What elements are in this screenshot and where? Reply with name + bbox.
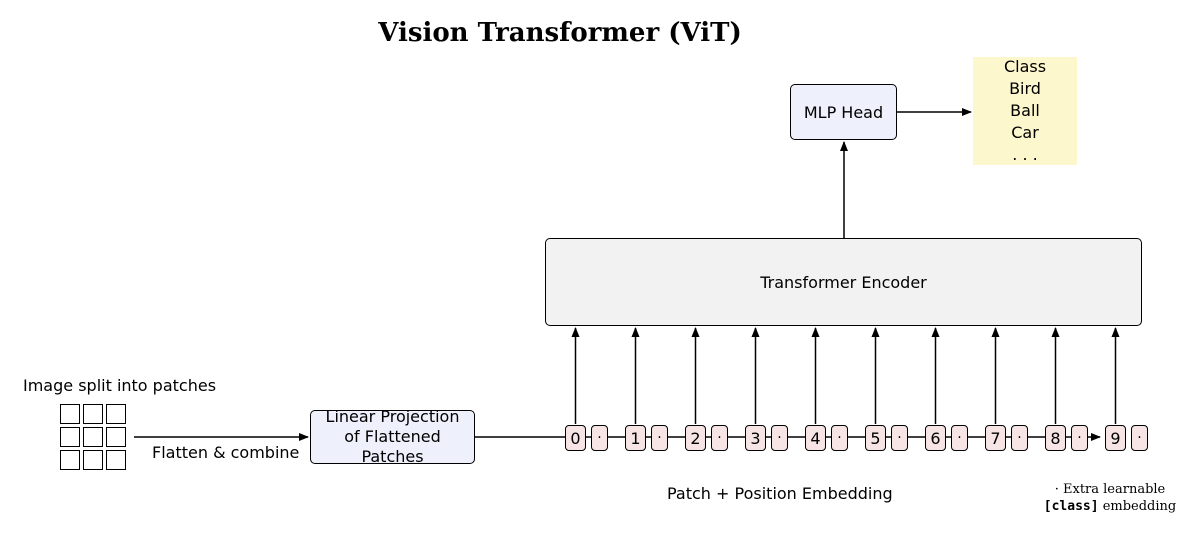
image-patch [60, 404, 80, 424]
class-embedding-token: · [951, 425, 968, 451]
linear-projection-box: Linear Projection of Flattened Patches [310, 407, 475, 466]
note-line1: · Extra learnable [1054, 482, 1166, 497]
mlp-head-box: MLP Head [790, 84, 897, 140]
extra-embedding-note: · Extra learnable [class] embedding [1040, 481, 1180, 515]
token-to-encoder-arrows [571, 327, 1120, 424]
patch-token: 4 [805, 425, 826, 451]
embedding-label: Patch + Position Embedding [667, 484, 893, 503]
class-label: Bird [1009, 79, 1041, 98]
image-patch [106, 427, 126, 447]
patch-token: 2 [685, 425, 706, 451]
image-patch [83, 404, 103, 424]
image-patch [60, 427, 80, 447]
image-patch [106, 450, 126, 470]
patch-grid [60, 404, 126, 470]
patch-token: 0 [565, 425, 586, 451]
transformer-encoder-box: Transformer Encoder [545, 238, 1142, 326]
note-line2: [class] embedding [1040, 498, 1180, 515]
class-embedding-token: · [1131, 425, 1148, 451]
class-label: Car [1011, 123, 1039, 142]
classes-box: Class Bird Ball Car . . . [973, 57, 1077, 165]
class-embedding-token: · [831, 425, 848, 451]
note-line2-rest: embedding [1098, 499, 1177, 514]
patch-token: 5 [865, 425, 886, 451]
class-label: . . . [1012, 145, 1038, 164]
diagram-title: Vision Transformer (ViT) [378, 18, 742, 48]
class-label: Class [1003, 57, 1047, 76]
class-embedding-token: · [1071, 425, 1088, 451]
transformer-encoder-label: Transformer Encoder [760, 272, 927, 292]
note-code: [class] [1043, 499, 1099, 514]
class-embedding-token: · [771, 425, 788, 451]
patch-token: 8 [1045, 425, 1066, 451]
input-label: Image split into patches [23, 376, 217, 395]
patch-token: 1 [625, 425, 646, 451]
patch-token: 6 [925, 425, 946, 451]
class-embedding-token: · [591, 425, 608, 451]
class-embedding-token: · [1011, 425, 1028, 451]
mlp-head-label: MLP Head [803, 102, 884, 122]
linear-projection-line1: Linear Projection [325, 407, 460, 426]
class-label: Ball [1010, 101, 1040, 120]
class-embedding-token: · [651, 425, 668, 451]
image-patch [60, 450, 80, 470]
image-patch [106, 404, 126, 424]
patch-token: 7 [985, 425, 1006, 451]
class-embedding-token: · [891, 425, 908, 451]
linear-projection-line2: of Flattened Patches [344, 427, 441, 466]
flatten-label: Flatten & combine [152, 443, 300, 462]
class-embedding-token: · [711, 425, 728, 451]
patch-token: 3 [745, 425, 766, 451]
patch-token: 9 [1105, 425, 1126, 451]
image-patch [83, 427, 103, 447]
image-patch [83, 450, 103, 470]
